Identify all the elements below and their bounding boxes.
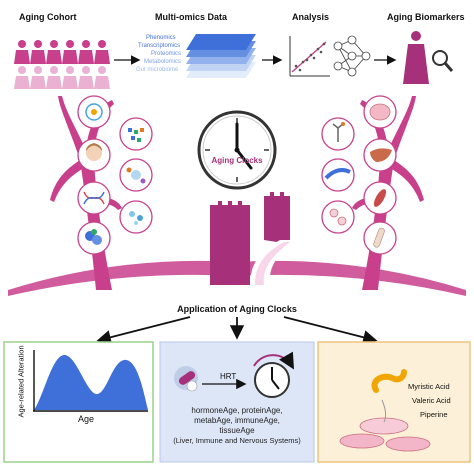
application-arrows [96, 316, 378, 345]
biomarker-person-icon [403, 31, 429, 84]
compound-label: Valeric Acid [412, 396, 451, 405]
clock-label: Aging Clocks [211, 156, 263, 165]
application-title: Application of Aging Clocks [177, 304, 297, 314]
omics-layer-label: Transcriptomics [138, 43, 181, 49]
panel1-ylabel: Age-related Alteration [16, 345, 26, 418]
antibody-icon [332, 122, 345, 142]
omics-layer-label: Gut microbiome [136, 67, 179, 73]
clock-list-line: metabAge, immuneAge, [194, 416, 280, 425]
header-cohort: Aging Cohort [19, 12, 77, 22]
clock-list-line: (Liver, Immune and Nervous Systems) [173, 436, 301, 445]
compound-label: Myristic Acid [408, 382, 450, 391]
ground-swoosh [8, 260, 466, 296]
great-wall-icon [210, 192, 296, 285]
bone-icon [373, 227, 385, 248]
clock-list-line: hormoneAge, proteinAge, [191, 406, 283, 415]
alteration-curve [33, 350, 148, 412]
hrt-label: HRT [220, 372, 237, 381]
liver-icon [370, 148, 392, 162]
header-analysis: Analysis [292, 12, 330, 22]
phenotype-cycle-icon [85, 103, 103, 121]
panel1-xlabel: Age [78, 414, 95, 424]
vessel-icon [324, 168, 351, 180]
dna-helix-icon [83, 191, 105, 205]
face-icon [86, 143, 102, 161]
magnifier-icon [432, 50, 454, 72]
scatter-plot-icon [289, 36, 330, 77]
compound-label: Piperine [420, 410, 448, 419]
dna-bars-icon [128, 128, 144, 142]
pills-icon [174, 366, 198, 392]
worm-icon [371, 369, 407, 423]
microbe-icon [126, 167, 146, 184]
neural-network-icon [333, 35, 371, 77]
omics-layer-label: Metabolomics [144, 59, 182, 65]
cohort-people-icon [14, 40, 110, 89]
header-biomarkers: Aging Biomarkers [387, 12, 465, 22]
omics-layer-label: Phenomics [146, 35, 176, 41]
aging-clock-icon [197, 110, 277, 190]
clock-list-line: tissueAge [219, 426, 255, 435]
molecules-icon [129, 211, 143, 225]
header-multiomics: Multi-omics Data [155, 12, 228, 22]
brain-icon [369, 103, 391, 121]
muscle-icon [373, 189, 387, 207]
cells-icon [329, 208, 347, 226]
petri-dish-icon [339, 417, 431, 452]
omics-layer-label: Proteomics [151, 51, 182, 57]
protein-cluster-icon [85, 229, 102, 245]
omics-layers-icon [186, 34, 256, 78]
small-clock-icon [253, 351, 295, 398]
